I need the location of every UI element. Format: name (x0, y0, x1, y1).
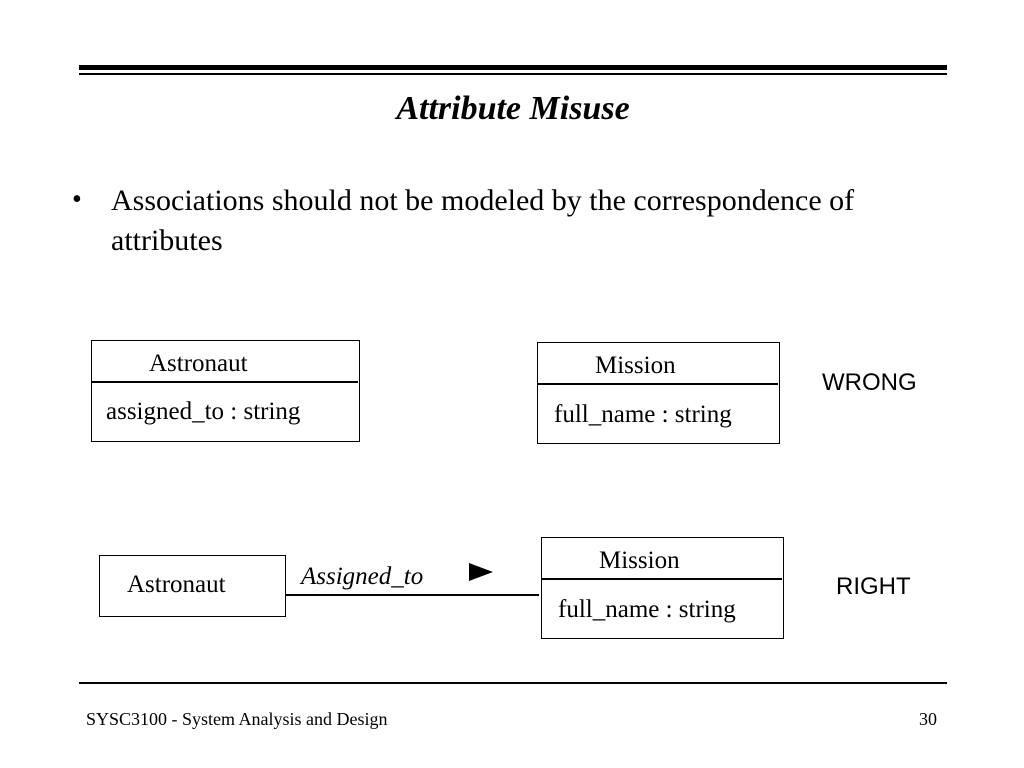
verdict-right: RIGHT (836, 573, 911, 600)
class-name: Astronaut (149, 350, 248, 377)
class-attribute: full_name : string (558, 596, 736, 623)
class-divider (92, 381, 358, 383)
right-triangle-arrow-icon (469, 563, 493, 581)
class-divider (542, 578, 782, 580)
association-label: Assigned_to (301, 563, 424, 590)
footer-course: SYSC3100 - System Analysis and Design (86, 709, 388, 729)
class-name: Astronaut (127, 571, 226, 598)
class-attribute: full_name : string (554, 401, 732, 428)
page-number: 30 (919, 709, 937, 729)
class-box-mission-right: Mission full_name : string (541, 537, 784, 639)
class-box-astronaut-right: Astronaut (99, 555, 286, 617)
bullet-marker: • (72, 184, 82, 215)
header-rule-thin (79, 73, 947, 75)
class-divider (538, 383, 778, 385)
footer-rule (79, 682, 947, 684)
bullet-text: Associations should not be modeled by th… (111, 184, 855, 257)
header-rule-thick (79, 65, 947, 70)
class-attribute: assigned_to : string (106, 398, 301, 425)
association-line (286, 594, 539, 596)
class-box-mission-wrong: Mission full_name : string (537, 342, 780, 444)
class-name: Mission (595, 352, 676, 379)
class-box-astronaut-wrong: Astronaut assigned_to : string (91, 340, 360, 442)
class-name: Mission (599, 547, 680, 574)
slide-title: Attribute Misuse (396, 90, 630, 127)
verdict-wrong: WRONG (822, 369, 917, 396)
